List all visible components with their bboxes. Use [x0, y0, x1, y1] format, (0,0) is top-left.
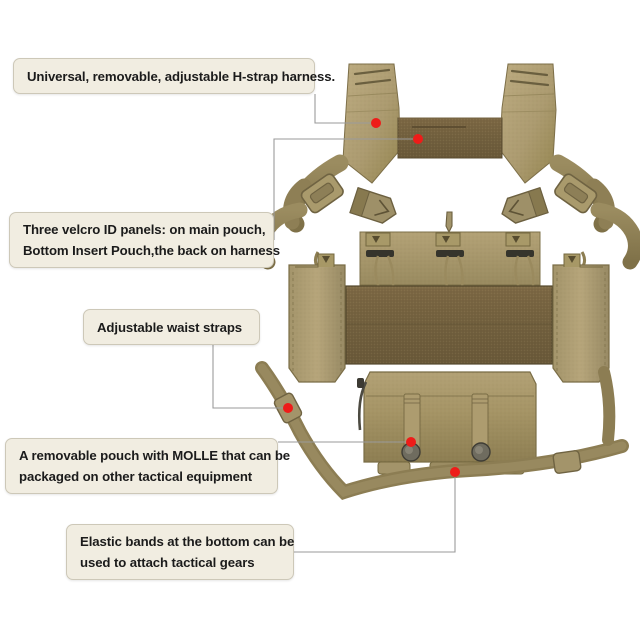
- leader-line-harness: [314, 94, 376, 124]
- leader-line-elastic-bands: [294, 472, 456, 553]
- callout-elastic-bands-line-2: used to attach tactical gears: [80, 555, 255, 570]
- leader-line-waist-straps: [212, 345, 288, 409]
- callout-waist-straps: Adjustable waist straps: [83, 309, 260, 345]
- marker-dot-waist-straps: [283, 403, 293, 413]
- side-placards: [288, 253, 610, 383]
- callout-molle-pouch-line-1: A removable pouch with MOLLE that can be: [19, 448, 291, 463]
- callout-waist-straps-line-1: Adjustable waist straps: [97, 319, 243, 335]
- marker-dot-elastic-bands: [450, 467, 460, 477]
- callout-harness: Universal, removable, adjustable H-strap…: [13, 58, 336, 94]
- callout-molle-pouch-line-2: packaged on other tactical equipment: [19, 469, 253, 484]
- callout-elastic-bands-line-1: Elastic bands at the bottom can be: [80, 534, 295, 549]
- callout-molle-pouch: A removable pouch with MOLLE that can be…: [5, 438, 291, 494]
- callout-elastic-bands: Elastic bands at the bottom can be used …: [66, 524, 294, 580]
- callout-velcro-id-panels-line-1: Three velcro ID panels: on main pouch,: [23, 222, 266, 237]
- callout-harness-line-1: Universal, removable, adjustable H-strap…: [27, 68, 336, 84]
- quick-release-buckles: [349, 186, 549, 234]
- main-chest-panel: [313, 231, 587, 297]
- harness-group: [342, 63, 557, 184]
- marker-dot-velcro-id-panels: [413, 134, 423, 144]
- callout-velcro-id-panels: Three velcro ID panels: on main pouch, B…: [9, 212, 280, 268]
- callout-velcro-id-panels-line-2: Bottom Insert Pouch,the back on harness: [23, 243, 280, 258]
- leader-line-velcro-id-panels: [273, 138, 418, 240]
- main-pouch-velcro-panel: [345, 285, 553, 365]
- marker-dot-harness: [371, 118, 381, 128]
- marker-dot-molle-pouch: [406, 437, 416, 447]
